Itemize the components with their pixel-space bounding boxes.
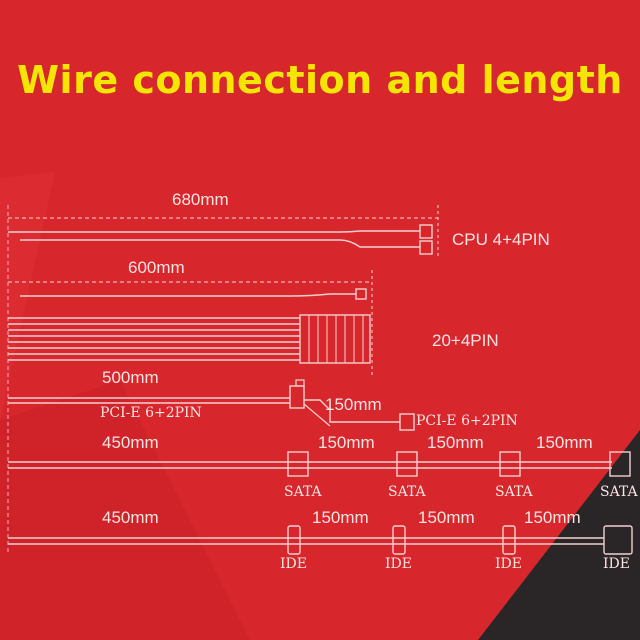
cpu-wire-a: [8, 230, 420, 233]
dark-corner: [478, 430, 640, 640]
sata-connector-label-3: SATA: [495, 484, 533, 500]
ide-spacing-label-3: 150mm: [524, 508, 581, 527]
bg-shade-shape: [0, 380, 250, 640]
atx-length-label: 600mm: [128, 258, 185, 277]
ide-connector-1: [287, 525, 301, 555]
sata-spacing-label-2: 150mm: [427, 433, 484, 452]
cpu-connector-b: [419, 240, 433, 255]
atx-aux-wire: [20, 293, 356, 297]
sata-connector-2: [396, 451, 418, 477]
ide-connector-label-3: IDE: [495, 556, 522, 572]
sata-connector-4: [609, 451, 631, 477]
atx-connector-label: 20+4PIN: [432, 331, 499, 350]
atx-cable: [8, 270, 373, 378]
cpu-connector-a: [419, 224, 433, 239]
sata-connector-label-2: SATA: [388, 484, 426, 500]
atx-bundle: [8, 317, 300, 361]
pcie-cable: [8, 379, 415, 431]
ide-cable: [8, 525, 633, 555]
ide-spacing-label-2: 150mm: [418, 508, 475, 527]
ide-connector-2: [392, 525, 406, 555]
ide-connector-label-2: IDE: [385, 556, 412, 572]
ide-connector-label-4: IDE: [603, 556, 630, 572]
ide-spacing-label-1: 150mm: [312, 508, 369, 527]
sata-cable: [8, 451, 631, 477]
sata-connector-1: [287, 451, 309, 477]
sata-spacing-label-1: 150mm: [318, 433, 375, 452]
sata-connector-3: [499, 451, 521, 477]
pcie-extension-wire: [304, 399, 400, 423]
pcie-extension-label: 150mm: [325, 395, 382, 414]
atx-connector: [299, 314, 371, 364]
sata-length-label: 450mm: [102, 433, 159, 452]
sata-connector-label-4: SATA: [600, 484, 638, 500]
pcie-connector-b: [399, 413, 415, 431]
pcie-connector-a-label: PCI-E 6+2PIN: [100, 405, 202, 421]
pcie-length-label: 500mm: [102, 368, 159, 387]
ide-length-label: 450mm: [102, 508, 159, 527]
atx-connector-pins: [308, 315, 364, 363]
ide-connector-4: [603, 525, 633, 555]
sata-spacing-label-3: 150mm: [536, 433, 593, 452]
cpu-cable: [8, 205, 439, 258]
ide-connector-3: [502, 525, 516, 555]
cpu-wire-b: [20, 239, 420, 248]
atx-aux-connector: [355, 288, 367, 300]
pcie-connector-b-label: PCI-E 6+2PIN: [416, 413, 518, 429]
page-title: Wire connection and length: [17, 58, 623, 102]
ide-connector-label-1: IDE: [280, 556, 307, 572]
cpu-connector-label: CPU 4+4PIN: [452, 230, 550, 249]
pcie-extension-wire-2: [303, 403, 331, 427]
cpu-length-label: 680mm: [172, 190, 229, 209]
pcie-connector-a-clip: [295, 379, 305, 387]
sata-connector-label-1: SATA: [284, 484, 322, 500]
